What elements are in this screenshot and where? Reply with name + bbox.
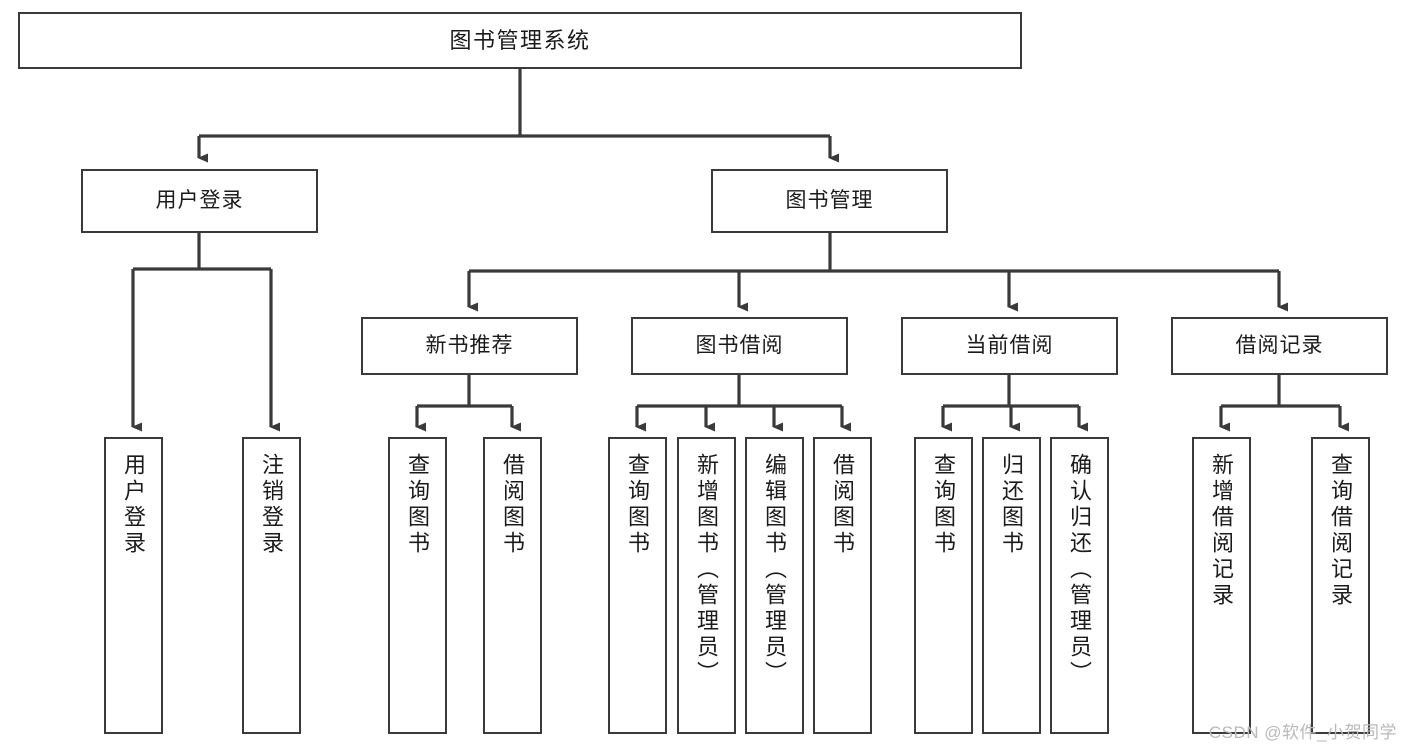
node-leaf-return-book[interactable]: 归还图书	[982, 437, 1041, 734]
node-label: 归还图书	[999, 453, 1025, 557]
node-label: 新增图书（管理员）	[694, 453, 720, 687]
node-label: 用户登录	[155, 188, 244, 212]
node-label: 用户登录	[121, 453, 147, 557]
node-leaf-query-record[interactable]: 查询借阅记录	[1311, 437, 1370, 734]
node-leaf-borrow-book-2[interactable]: 借阅图书	[813, 437, 872, 734]
node-label: 查询图书	[405, 453, 431, 557]
node-label: 图书借阅	[695, 333, 784, 357]
node-leaf-query-book-3[interactable]: 查询图书	[914, 437, 973, 734]
node-book-borrow[interactable]: 图书借阅	[631, 317, 848, 375]
node-leaf-query-book-2[interactable]: 查询图书	[608, 437, 667, 734]
node-current-borrow[interactable]: 当前借阅	[901, 317, 1118, 375]
node-leaf-borrow-book-1[interactable]: 借阅图书	[483, 437, 542, 734]
node-leaf-query-book-1[interactable]: 查询图书	[388, 437, 447, 734]
node-label: 借阅记录	[1235, 333, 1324, 357]
node-label: 图书管理	[785, 188, 874, 212]
node-leaf-add-record[interactable]: 新增借阅记录	[1192, 437, 1251, 734]
node-label: 注销登录	[259, 453, 285, 557]
node-leaf-confirm-return[interactable]: 确认归还（管理员）	[1050, 437, 1109, 734]
node-root-system[interactable]: 图书管理系统	[18, 12, 1022, 69]
node-label: 借阅图书	[830, 453, 856, 557]
node-label: 查询借阅记录	[1328, 453, 1354, 609]
node-leaf-add-book[interactable]: 新增图书（管理员）	[677, 437, 736, 734]
node-book-manage[interactable]: 图书管理	[711, 169, 948, 233]
node-label: 当前借阅	[965, 333, 1054, 357]
node-label: 编辑图书（管理员）	[762, 453, 788, 687]
node-label: 查询图书	[625, 453, 651, 557]
node-new-book-recommend[interactable]: 新书推荐	[361, 317, 578, 375]
node-leaf-user-login[interactable]: 用户登录	[104, 437, 163, 734]
node-label: 新增借阅记录	[1209, 453, 1235, 609]
node-label: 图书管理系统	[449, 27, 591, 53]
node-label: 查询图书	[931, 453, 957, 557]
node-label: 确认归还（管理员）	[1067, 453, 1093, 687]
node-borrow-record[interactable]: 借阅记录	[1171, 317, 1388, 375]
node-label: 新书推荐	[425, 333, 514, 357]
node-label: 借阅图书	[500, 453, 526, 557]
node-leaf-logout-login[interactable]: 注销登录	[242, 437, 301, 734]
watermark-text: CSDN @软件_小贺同学	[1208, 723, 1397, 742]
node-leaf-edit-book[interactable]: 编辑图书（管理员）	[745, 437, 804, 734]
node-user-login[interactable]: 用户登录	[81, 169, 318, 233]
